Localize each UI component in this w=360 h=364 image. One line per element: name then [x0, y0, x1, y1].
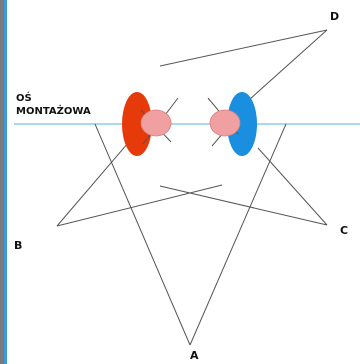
- axis-label-line1: OŚ: [16, 91, 32, 104]
- line-c-lower: [159, 185, 328, 226]
- line-b-lower: [56, 184, 223, 227]
- axis-label-line2: MONTAŻOWA: [16, 103, 91, 117]
- left-bead: [140, 109, 172, 137]
- line-a-right: [189, 123, 287, 346]
- point-label-d: D: [330, 10, 339, 23]
- line-d-upper: [159, 29, 328, 67]
- left-edge-strip: [0, 0, 4, 364]
- right-lens-blue: [227, 92, 257, 156]
- line-c-upper: [257, 147, 328, 226]
- point-label-b: B: [14, 239, 22, 252]
- left-edge-accent: [4, 0, 7, 364]
- point-label-a: A: [190, 349, 199, 362]
- line-a-left: [94, 123, 191, 346]
- right-bead: [209, 109, 241, 137]
- left-lens-red: [122, 92, 152, 156]
- line-d-lower: [239, 29, 328, 109]
- point-label-c: C: [340, 224, 348, 237]
